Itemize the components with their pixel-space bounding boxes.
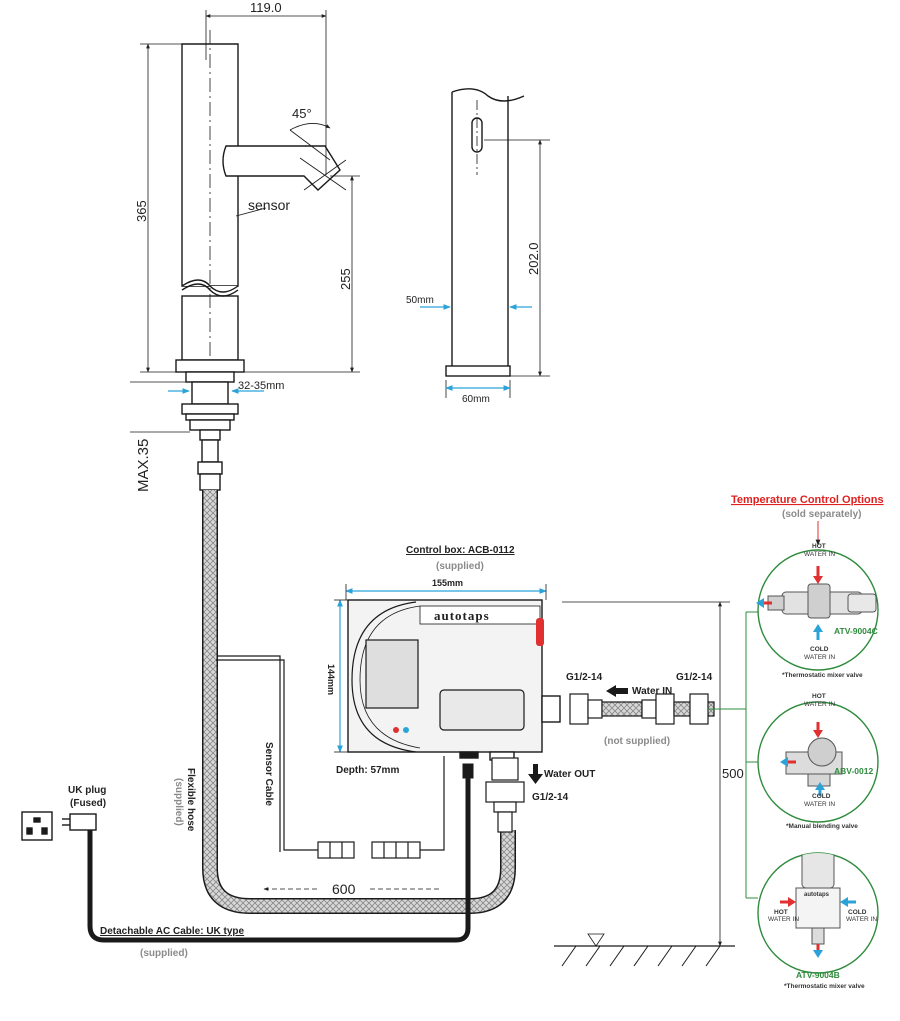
uk-plug-socket <box>21 811 53 841</box>
side-dimensions <box>445 139 550 398</box>
box-width-label: 155mm <box>432 578 463 588</box>
ac-cable <box>62 763 474 943</box>
dim-angle: 45° <box>292 106 312 121</box>
options-bracket <box>708 611 758 899</box>
control-box-note: (supplied) <box>436 561 484 572</box>
opt3-cold-in: WATER IN <box>846 916 877 923</box>
box-width-dimension <box>337 588 547 753</box>
opt3-cold: COLD <box>848 909 867 916</box>
water-in-label: Water IN <box>632 686 672 697</box>
opt2-cold: COLD <box>812 793 831 800</box>
opt2-cold-in: WATER IN <box>804 801 835 808</box>
dim-side-width-top: 50mm <box>406 295 434 306</box>
flexible-hose-note: (supplied) <box>173 778 184 826</box>
opt2-hot-in: WATER IN <box>804 701 835 708</box>
tap-front-view <box>175 30 347 491</box>
opt1-cold-in: WATER IN <box>804 654 835 661</box>
thread-in-left: G1/2-14 <box>566 672 603 683</box>
opt2-caption: *Manual blending valve <box>786 823 858 830</box>
dim-side-height: 202.0 <box>526 242 541 275</box>
opt1-hot: HOT <box>812 543 826 550</box>
box-height-label: 144mm <box>326 664 336 695</box>
drop-dimension <box>554 601 735 947</box>
ac-cable-label: Detachable AC Cable: UK type <box>100 926 245 937</box>
ac-cable-note: (supplied) <box>140 948 188 959</box>
thread-out-label: G1/2-14 <box>532 792 569 803</box>
sensor-label: sensor <box>248 197 290 213</box>
opt3-code: ATV-9004B <box>796 970 840 980</box>
water-out-fitting <box>485 757 525 833</box>
inlet-hose <box>569 693 715 725</box>
side-width-arrows <box>420 304 532 391</box>
temp-options-subtitle: (sold separately) <box>782 509 861 520</box>
control-box-title: Control box: ACB-0112 <box>406 545 515 556</box>
dim-hose-length: 600 <box>332 881 356 897</box>
opt3-hot-in: WATER IN <box>768 916 799 923</box>
sensor-cable <box>216 655 445 859</box>
opt1-caption: *Thermostatic mixer valve <box>782 672 863 679</box>
dim-height-total: 365 <box>134 200 149 222</box>
option-abv-0012 <box>757 701 879 823</box>
opt1-code: ATV-9004C <box>834 626 878 636</box>
option-atv-9004b: autotaps <box>757 852 879 974</box>
thread-in-right: G1/2-14 <box>676 672 713 683</box>
temp-options-title: Temperature Control Options <box>731 494 884 506</box>
dim-drop-height: 500 <box>722 766 744 781</box>
flexible-hose-label: Flexible hose <box>185 768 196 832</box>
option-atv-9004c <box>756 549 879 671</box>
opt1-cold: COLD <box>810 646 829 653</box>
tap-side-view <box>445 88 525 377</box>
flexible-hose <box>202 490 516 914</box>
sensor-cable-label: Sensor Cable <box>263 742 274 806</box>
control-box <box>347 599 561 761</box>
water-out-arrow <box>528 764 543 784</box>
dim-tap-hole: 32-35mm <box>238 380 284 392</box>
opt2-hot: HOT <box>812 693 826 700</box>
opt3-caption: *Thermostatic mixer valve <box>784 983 865 990</box>
opt2-code: ABV-0012 <box>834 766 873 776</box>
uk-plug-note: (Fused) <box>70 798 106 809</box>
dim-max-thickness: MAX.35 <box>135 439 152 492</box>
opt1-hot-in: WATER IN <box>804 551 835 558</box>
dim-sensor-height: 255 <box>338 268 353 290</box>
dim-side-width-base: 60mm <box>462 394 490 405</box>
not-supplied-label: (not supplied) <box>604 736 670 747</box>
uk-plug-label: UK plug <box>68 785 106 796</box>
water-in-arrow <box>606 685 628 697</box>
box-extension-lines <box>334 584 547 753</box>
floor-hatch <box>561 945 721 967</box>
dim-width-top: 119.0 <box>250 0 282 15</box>
water-out-label: Water OUT <box>544 769 595 780</box>
front-dimensions <box>130 10 360 433</box>
opt3-hot: HOT <box>774 909 788 916</box>
brand-logo: autotaps <box>434 608 490 623</box>
svg-text:autotaps: autotaps <box>804 892 830 898</box>
box-depth-label: Depth: 57mm <box>336 765 399 776</box>
